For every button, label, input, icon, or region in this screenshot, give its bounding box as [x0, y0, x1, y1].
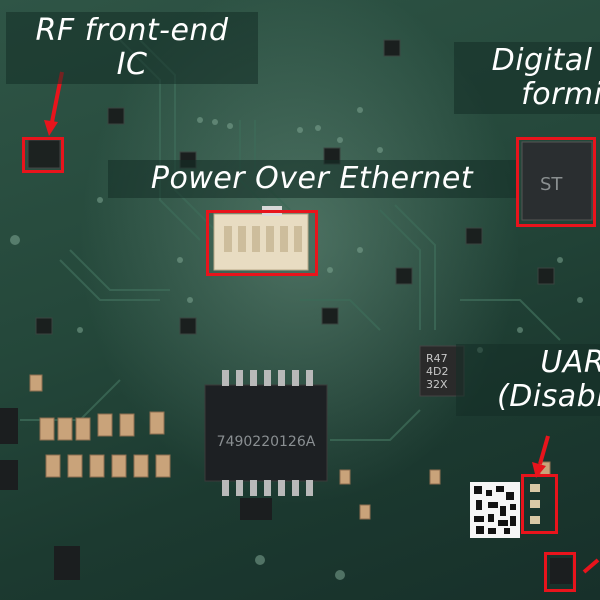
inductor-marking-2: 4D2	[426, 365, 448, 378]
ethernet-transformer	[204, 384, 328, 482]
ic-bottom-right	[550, 558, 572, 584]
uart-pads	[530, 484, 540, 524]
poe-label-text: Power Over Ethernet	[150, 161, 474, 196]
st-logo-icon: ST	[540, 174, 563, 195]
poe-label: Power Over Ethernet	[108, 160, 516, 198]
transformer-pins	[222, 370, 313, 496]
edge-arrow-icon	[582, 558, 600, 574]
poe-connector-pins	[224, 226, 302, 252]
beamforming-highlight	[516, 137, 596, 227]
ic-bottom-center	[240, 498, 272, 520]
digital-beamforming-label: Digital b formin	[454, 42, 600, 114]
uart-arrow-icon	[538, 435, 550, 465]
rf-front-end-label: RF front-end IC	[6, 12, 258, 84]
edge-ic-1	[0, 408, 18, 444]
bottom-ic-highlight	[544, 552, 576, 592]
rf-ic-highlight	[22, 137, 64, 173]
rf-ic-chip	[27, 139, 61, 169]
beamforming-chip	[521, 141, 593, 221]
transformer-marking: 7490220126A	[217, 434, 316, 450]
uart-label: UART (Disable	[456, 344, 600, 416]
inductor-marking-3: 32X	[426, 378, 448, 391]
ic-bottom-left	[54, 546, 80, 580]
uart-label-line1: UART	[540, 345, 600, 380]
rf-label-line2: IC	[116, 47, 148, 82]
digital-label-line1: Digital b	[491, 43, 600, 78]
uart-highlight	[521, 474, 558, 534]
rf-label-line1: RF front-end	[35, 13, 229, 48]
digital-label-line2: formin	[521, 77, 600, 112]
qr-code-pattern	[474, 486, 516, 534]
poe-highlight	[206, 210, 318, 276]
passive-components	[29, 374, 551, 520]
edge-ic-2	[0, 460, 18, 490]
uart-label-line2: (Disable	[497, 379, 600, 414]
small-ics	[35, 39, 555, 335]
pcb-vias	[10, 107, 583, 580]
inductor-marking-1: R47	[426, 352, 448, 365]
rf-arrow-head-icon	[44, 120, 58, 136]
